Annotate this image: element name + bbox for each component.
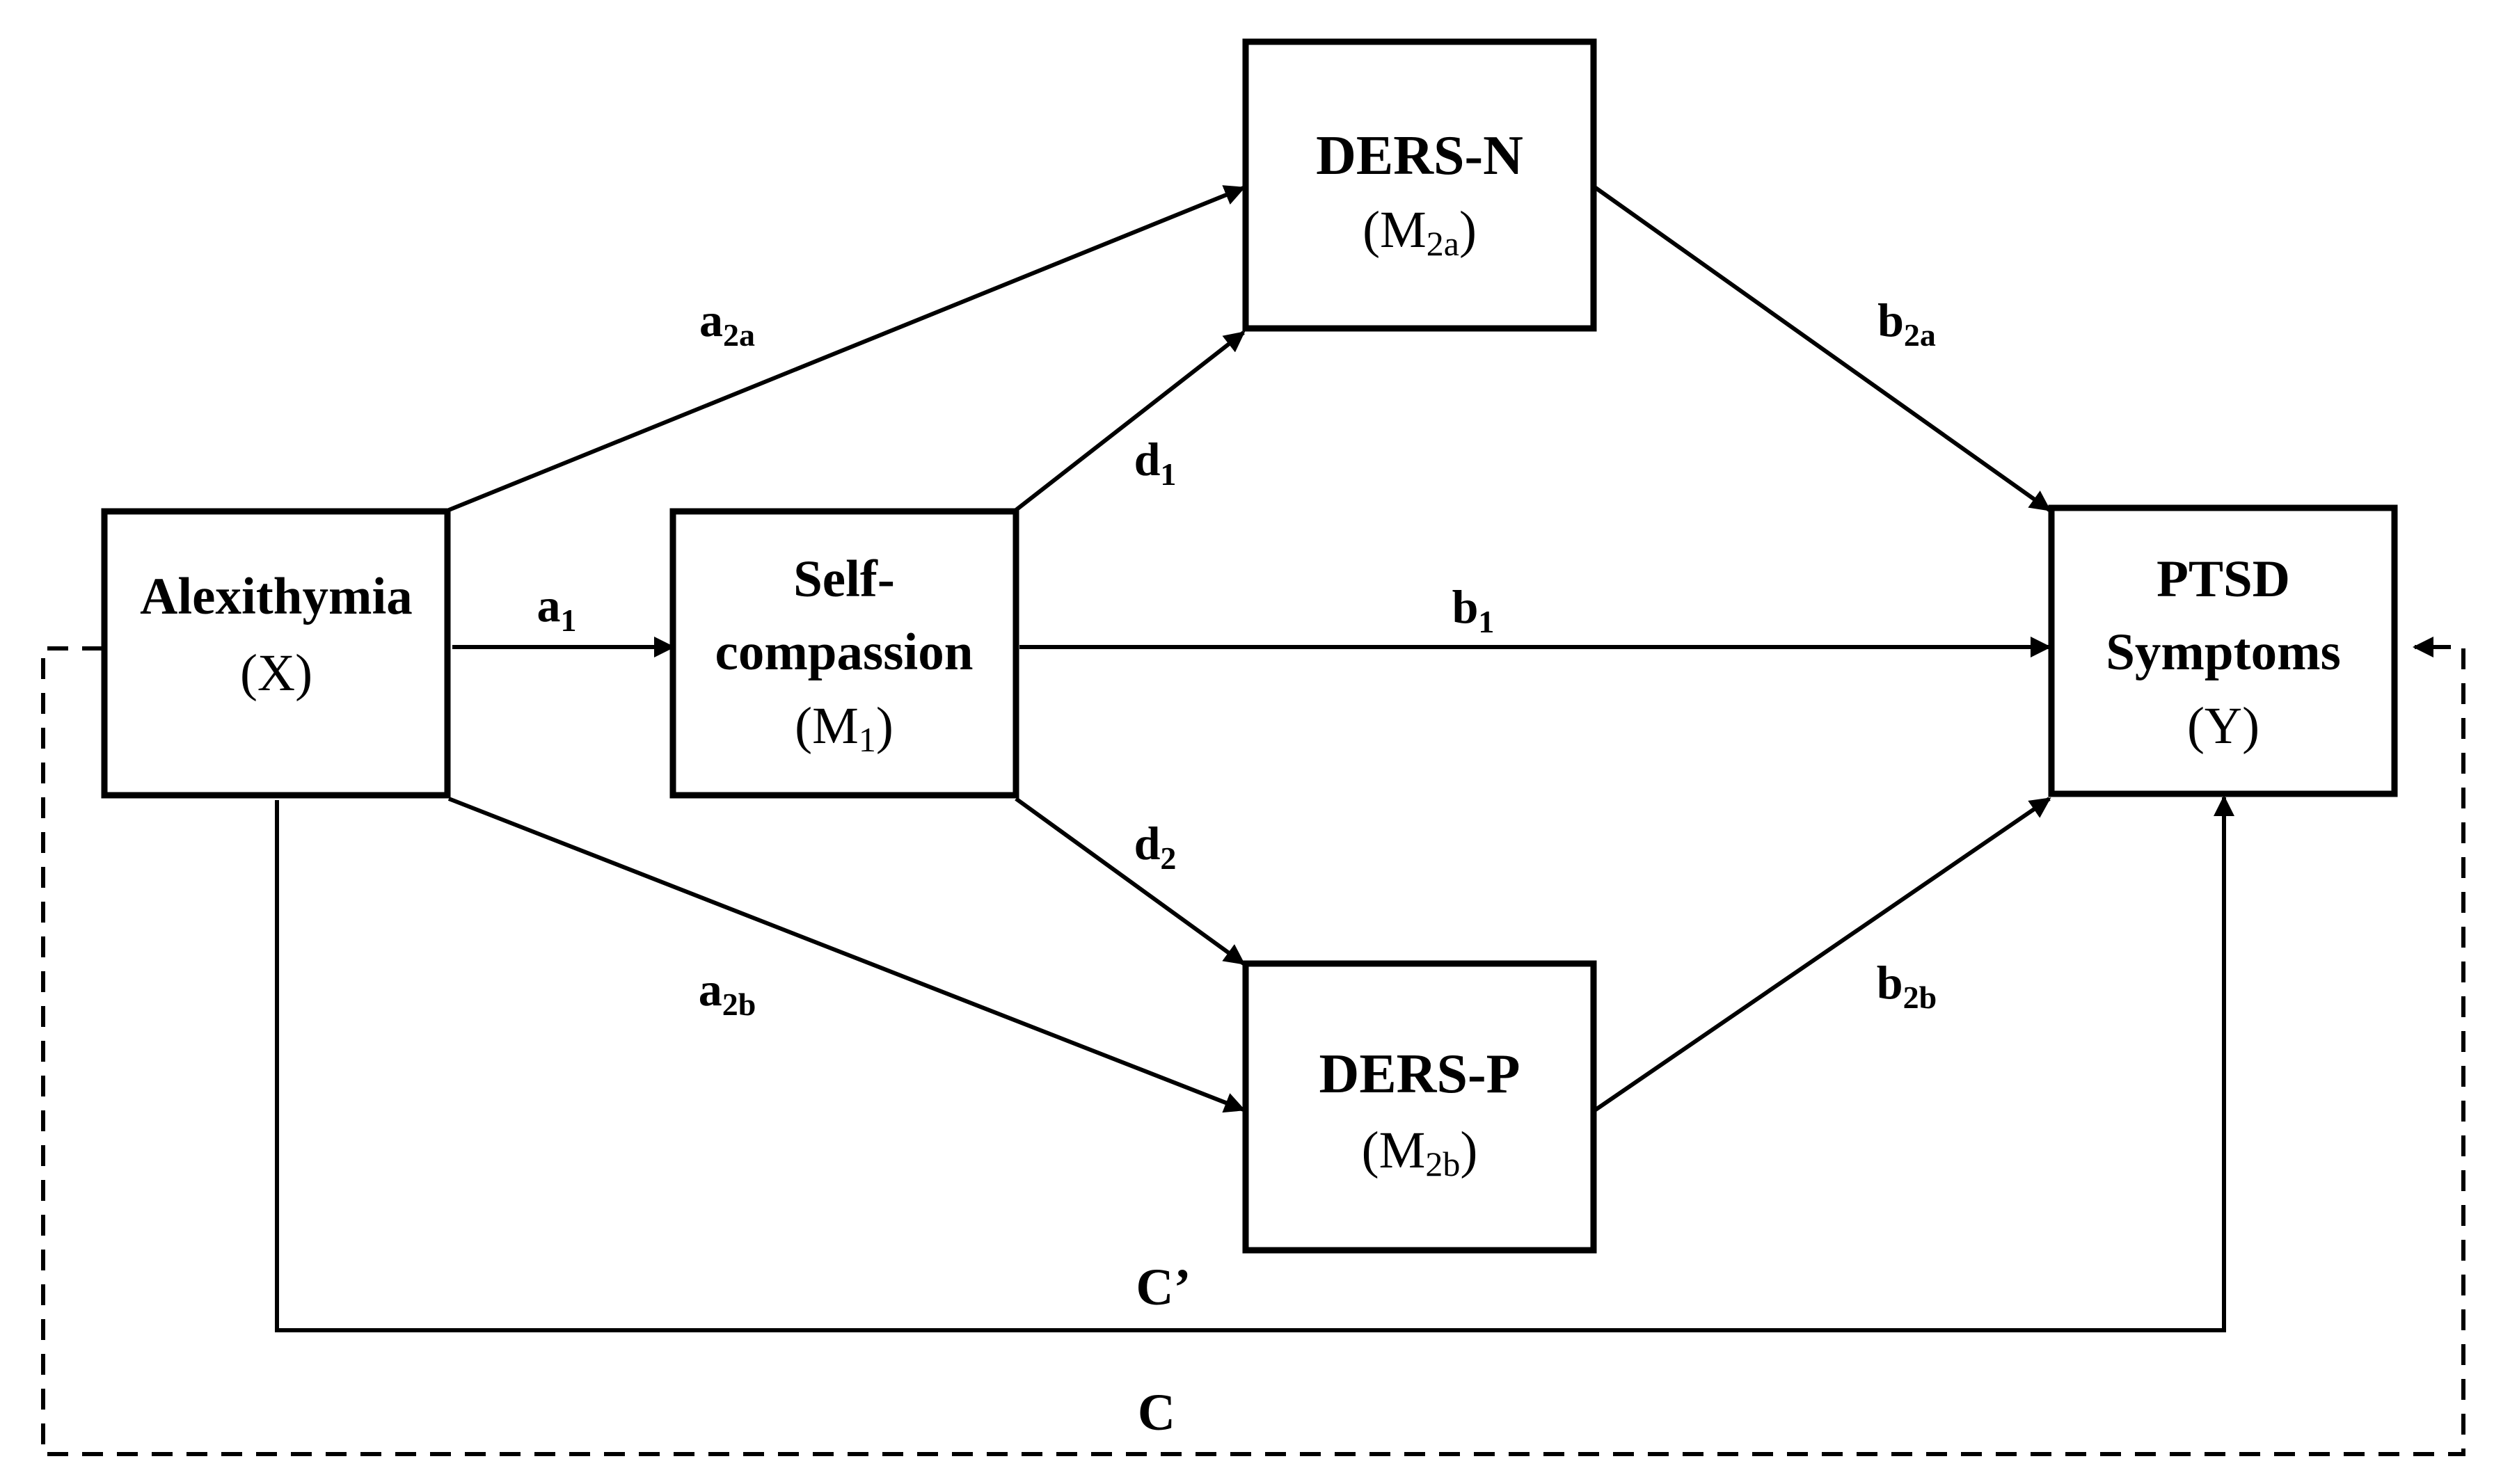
- node-x-line-0: Alexithymia: [140, 568, 413, 625]
- node-m2b-symbol: (M2b): [1362, 1122, 1478, 1183]
- label-c: C: [1138, 1384, 1175, 1442]
- node-x: Alexithymia (X): [101, 508, 451, 799]
- edge-c-prime: [275, 795, 2234, 1332]
- node-x-symbol: (X): [240, 644, 312, 702]
- edge-b2a: [1594, 186, 2051, 512]
- node-m1-line-1: compassion: [715, 623, 974, 681]
- edges: [41, 185, 2465, 1456]
- path-labels: a1 a2a d1 b2a b1 d2 a2b b2b C’ C: [537, 294, 1937, 1442]
- edge-c-total: [41, 637, 2465, 1456]
- node-m2a-symbol: (M2a): [1363, 201, 1477, 263]
- node-m1-line-0: Self-: [793, 550, 895, 608]
- edge-b2b: [1594, 797, 2051, 1112]
- label-b2a: b2a: [1877, 294, 1936, 353]
- node-m2a: DERS-N (M2a): [1242, 38, 1597, 332]
- label-b1: b1: [1452, 580, 1495, 639]
- node-m2b: DERS-P (M2b): [1242, 960, 1597, 1254]
- label-d2: d2: [1134, 817, 1177, 876]
- label-b2b: b2b: [1877, 956, 1937, 1015]
- label-a2b: a2b: [699, 963, 756, 1022]
- label-d1: d1: [1134, 433, 1177, 492]
- edge-d1: [1015, 330, 1246, 512]
- node-m2b-line-0: DERS-P: [1319, 1044, 1520, 1105]
- node-y-line-0: PTSD: [2157, 550, 2290, 608]
- node-y-line-1: Symptoms: [2106, 623, 2341, 681]
- node-y: PTSD Symptoms (Y): [2048, 504, 2398, 797]
- edge-d2: [1015, 797, 1246, 966]
- node-m2a-line-0: DERS-N: [1316, 125, 1523, 186]
- node-y-symbol: (Y): [2187, 697, 2259, 755]
- label-a1: a1: [537, 579, 577, 638]
- label-a2a: a2a: [699, 294, 755, 353]
- label-c-prime: C’: [1136, 1259, 1191, 1316]
- node-m1-symbol: (M1): [795, 697, 893, 759]
- edge-a2b: [447, 797, 1246, 1113]
- edge-a2a: [447, 185, 1246, 512]
- node-m1: Self- compassion (M1): [669, 508, 1019, 799]
